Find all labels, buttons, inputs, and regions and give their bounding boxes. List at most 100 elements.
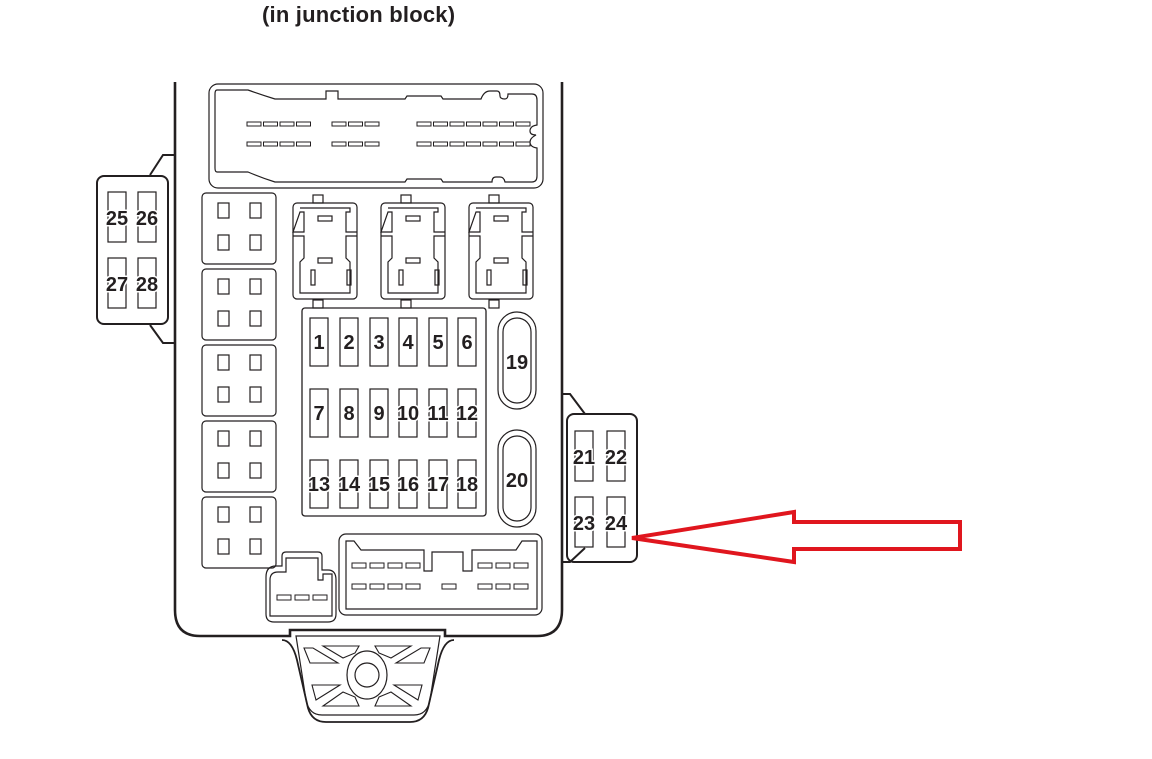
connector-pin	[294, 594, 310, 601]
fuse-3[interactable]: 3	[369, 317, 389, 367]
mounting-tab	[281, 635, 455, 723]
fuse-slot	[137, 257, 157, 309]
connector-pin	[331, 141, 347, 147]
top-connector-pins	[246, 121, 531, 147]
fuse-18[interactable]: 18	[454, 459, 480, 509]
main-fuse-panel	[301, 307, 487, 517]
connector-pin	[296, 121, 311, 127]
fuse-label: 20	[506, 470, 528, 492]
fuse-slot	[457, 317, 477, 367]
fuse-22[interactable]: 22	[603, 430, 629, 482]
fuse-label: 28	[136, 274, 158, 296]
socket-pin	[217, 310, 230, 327]
fuse-label: 16	[397, 474, 419, 496]
connector-pin	[279, 121, 295, 127]
socket-pin	[217, 278, 230, 295]
fuse-21[interactable]: 21	[571, 430, 597, 482]
connector-pin	[263, 121, 278, 127]
fuse-16[interactable]: 16	[395, 459, 421, 509]
fuse-label: 4	[402, 332, 414, 354]
socket-pin	[217, 234, 230, 251]
fuse-24[interactable]: 24	[603, 496, 629, 548]
connector-pin	[279, 141, 295, 147]
connector-pin	[449, 141, 465, 147]
fuse-slot	[309, 388, 329, 438]
fuse-9[interactable]: 9	[369, 388, 389, 438]
fuse-6[interactable]: 6	[457, 317, 477, 367]
fuse-2[interactable]: 2	[339, 317, 359, 367]
fuse-27[interactable]: 27	[104, 257, 130, 309]
fuse-label: 13	[308, 474, 330, 496]
connector-pin	[482, 121, 498, 127]
connector-pin	[513, 562, 529, 569]
junction-block-housing	[173, 82, 564, 638]
connector-pin	[477, 562, 493, 569]
fuse-13[interactable]: 13	[306, 459, 332, 509]
socket-pin	[249, 430, 262, 447]
socket-pin	[249, 386, 262, 403]
fuse-15[interactable]: 15	[366, 459, 392, 509]
fuse-20[interactable]: 20	[497, 429, 537, 528]
fuse-8[interactable]: 8	[339, 388, 359, 438]
fuse-label: 14	[338, 474, 361, 496]
fuse-slot	[339, 388, 359, 438]
fuse-11[interactable]: 11	[426, 388, 450, 438]
fuse-slot	[309, 317, 329, 367]
socket-pin	[217, 462, 230, 479]
connector-pin	[515, 121, 531, 127]
fuse-label: 26	[136, 208, 158, 230]
fuse-slot	[137, 191, 157, 243]
bottom-large-connector-pins	[351, 562, 529, 590]
fuse-slot	[457, 459, 477, 509]
fuse-slot	[574, 496, 594, 548]
fuse-25[interactable]: 25	[104, 191, 130, 243]
fuse-label: 21	[573, 447, 595, 469]
fuse-19[interactable]: 19	[497, 311, 537, 410]
socket-pin	[217, 430, 230, 447]
fuse-slot	[398, 317, 418, 367]
diagram-title: (in junction block)	[262, 2, 456, 27]
socket-block	[201, 192, 277, 265]
connector-pin	[433, 141, 448, 147]
left-sub-fuses: 25 26 27 28	[104, 191, 160, 309]
fuse-7[interactable]: 7	[309, 388, 329, 438]
fuse-28[interactable]: 28	[134, 257, 160, 309]
bottom-large-connector	[338, 533, 543, 616]
connector-pin	[312, 594, 328, 601]
connector-pin	[348, 121, 363, 127]
connector-pin	[416, 121, 432, 127]
fuse-label: 15	[368, 474, 390, 496]
fuse-label: 5	[432, 332, 443, 354]
bottom-small-connector	[265, 551, 337, 623]
fuse-26[interactable]: 26	[134, 191, 160, 243]
fuse-slot	[457, 388, 477, 438]
fuse-slot	[428, 388, 448, 438]
socket-pin	[249, 278, 262, 295]
connector-pin	[466, 141, 481, 147]
fuse-slot	[369, 388, 389, 438]
socket-pin	[217, 354, 230, 371]
connector-pin	[351, 583, 367, 590]
fuse-23[interactable]: 23	[571, 496, 597, 548]
fuse-4[interactable]: 4	[398, 317, 418, 367]
fuse-12[interactable]: 12	[454, 388, 480, 438]
fuse-1[interactable]: 1	[309, 317, 329, 367]
fuse-17[interactable]: 17	[425, 459, 451, 509]
fuse-14[interactable]: 14	[336, 459, 362, 509]
socket-block	[201, 496, 277, 569]
connector-pin	[246, 141, 262, 147]
socket-block	[201, 344, 277, 417]
socket-pin	[217, 506, 230, 523]
fuse-slot	[107, 257, 127, 309]
connector-pin	[513, 583, 529, 590]
fuse-10[interactable]: 10	[395, 388, 421, 438]
fuse-slot	[339, 317, 359, 367]
fuse-5[interactable]: 5	[428, 317, 448, 367]
right-fuse-sub-block	[562, 393, 638, 563]
socket-block	[201, 268, 277, 341]
connector-pin	[433, 121, 448, 127]
socket-pin	[217, 386, 230, 403]
connector-pin	[441, 583, 457, 590]
fuse-slot	[398, 388, 418, 438]
connector-pin	[499, 141, 514, 147]
